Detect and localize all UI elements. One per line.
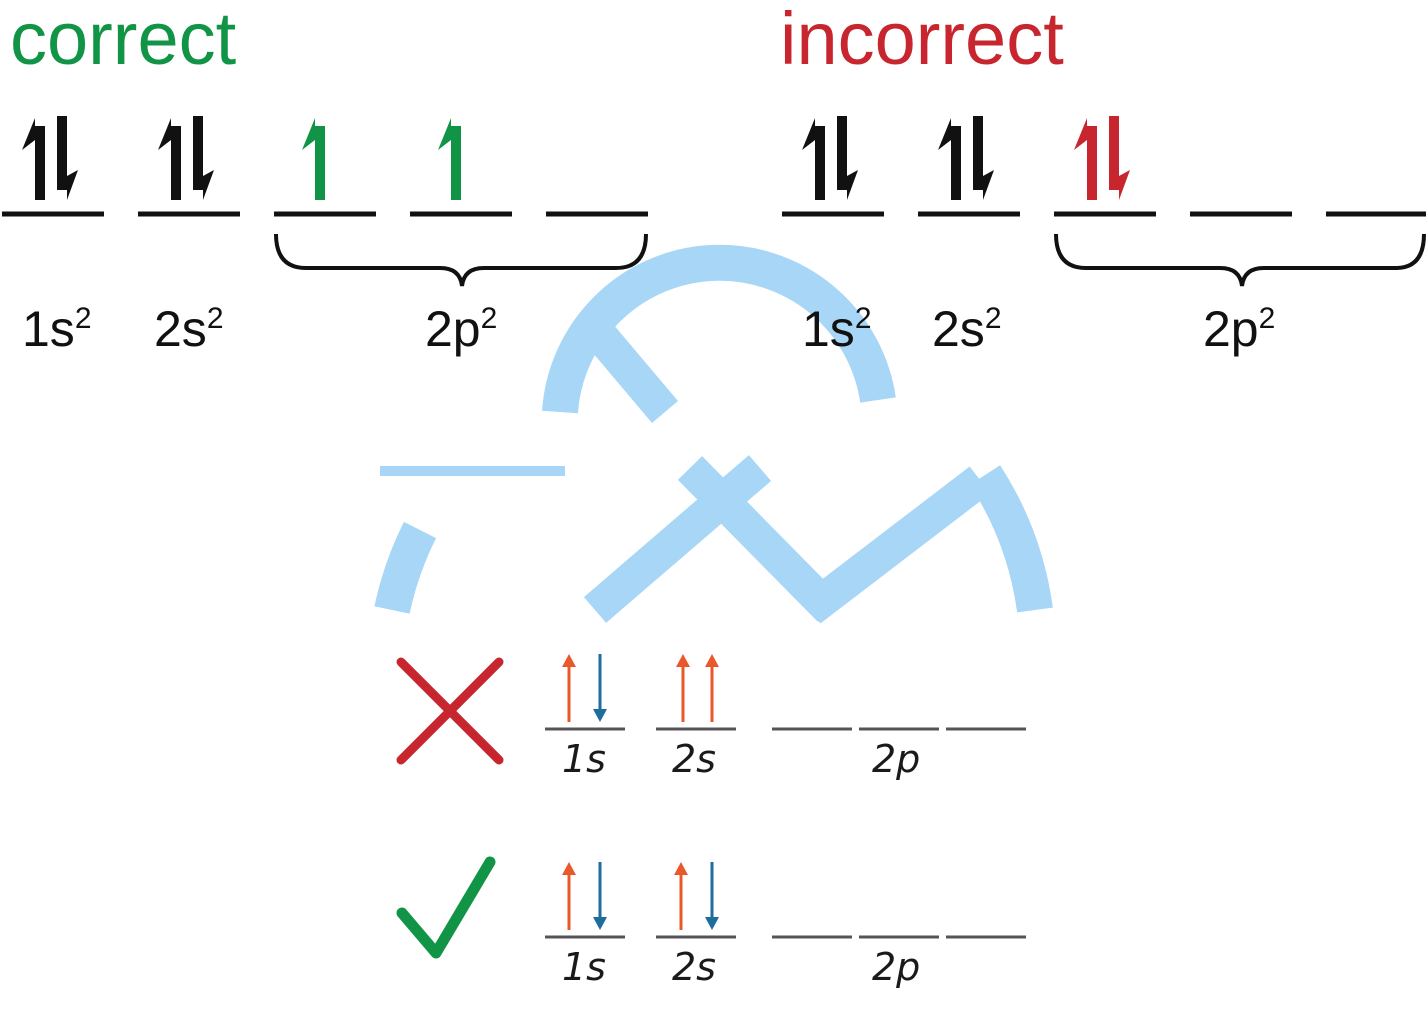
correct-2p-brace [274, 233, 648, 287]
up-arrow-icon [158, 118, 181, 200]
wrong-orbital-1s [545, 654, 625, 731]
up-arrow-icon [938, 118, 961, 200]
down-arrow-icon [193, 116, 214, 200]
down-arrow-icon [593, 654, 607, 722]
up-arrow-icon [705, 654, 719, 722]
right-label-2s: 2s [672, 945, 716, 989]
incorrect-heading: incorrect [780, 0, 1064, 80]
correct-heading: correct [10, 0, 237, 80]
down-arrow-icon [57, 116, 78, 200]
incorrect-label-2p: 2p2 [1203, 301, 1275, 357]
down-arrow-icon [973, 116, 994, 200]
correct-orbital-2s [138, 116, 240, 217]
correct-label-2p: 2p2 [425, 301, 497, 357]
down-arrow-icon [837, 116, 858, 200]
wrong-orbital-2s [656, 654, 736, 731]
correct-orbital-1s [2, 116, 104, 217]
down-arrow-icon [705, 862, 719, 930]
up-arrow-icon [802, 118, 825, 200]
cross-icon [396, 657, 504, 765]
up-arrow-icon [674, 862, 688, 930]
incorrect-label-1s: 1s2 [802, 301, 872, 357]
wrong-label-2s: 2s [672, 737, 716, 781]
check-icon [396, 856, 496, 959]
incorrect-label-2s: 2s2 [932, 301, 1002, 357]
down-arrow-icon [593, 862, 607, 930]
correct-orbital-2p-2 [410, 118, 512, 217]
right-orbital-1s [545, 862, 625, 939]
up-arrow-icon [302, 118, 325, 200]
wrong-label-1s: 1s [562, 737, 606, 781]
up-arrow-icon [676, 654, 690, 722]
up-arrow-icon [438, 118, 461, 200]
watermark-logo [374, 244, 1053, 624]
up-arrow-icon [562, 654, 576, 722]
right-label-2p: 2p [872, 945, 920, 989]
correct-label-2s: 2s2 [154, 301, 224, 357]
correct-label-1s: 1s2 [22, 301, 92, 357]
wrong-label-2p: 2p [872, 737, 920, 781]
incorrect-orbital-2s [918, 116, 1020, 217]
right-orbital-2s [656, 862, 736, 939]
up-arrow-icon [22, 118, 45, 200]
incorrect-orbital-2p-1 [1054, 116, 1156, 217]
down-arrow-icon [1109, 116, 1130, 200]
up-arrow-icon [1074, 118, 1097, 200]
up-arrow-icon [562, 862, 576, 930]
correct-orbital-2p-1 [274, 118, 376, 217]
right-label-1s: 1s [562, 945, 606, 989]
incorrect-orbital-1s [782, 116, 884, 217]
incorrect-2p-brace [1054, 233, 1426, 287]
